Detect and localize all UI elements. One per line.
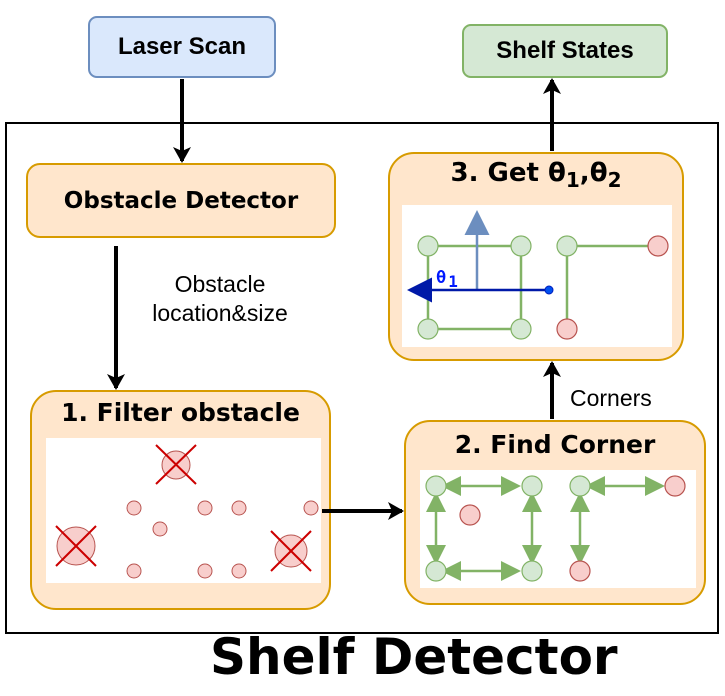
shelf-detector-frame [5,122,719,634]
obstacle-point [126,563,142,579]
non-corner-point [647,235,669,257]
obstacle-point [231,500,247,516]
obstacle-point [126,500,142,516]
corner-point [425,475,447,497]
corner-point [556,235,578,257]
corner-point [510,318,532,340]
obstacle-detector-label: Obstacle Detector [63,187,299,214]
filter-obstacle-panel [46,438,321,583]
filter-obstacle-title: 1. Filter obstacle [61,398,300,427]
corner-point [425,560,447,582]
reject-cross-icon [270,530,312,572]
find-corner-stage: 2. Find Corner [404,420,706,605]
reject-cross-icon [155,444,197,485]
corners-edge-label: Corners [570,385,652,411]
filter-obstacle-stage: 1. Filter obstacle [30,390,331,610]
reject-cross-icon [55,525,97,567]
corner-point [510,235,532,257]
obstacle-point [197,563,213,579]
find-corner-illustration [425,475,686,582]
non-corner-point [664,475,686,497]
corner-point [417,235,439,257]
find-corner-panel [420,470,696,588]
shelf-states-output: Shelf States [462,24,668,78]
obstacle-point [231,563,247,579]
shelf-center-point [544,285,554,295]
filter-obstacle-illustration [55,444,319,579]
obstacle-point [197,500,213,516]
get-theta-stage: 3. Get θ1,θ2 [388,152,684,361]
corner-point [417,318,439,340]
non-corner-point [459,504,481,526]
non-corner-point [556,318,578,340]
obstacle-point [303,500,319,516]
obstacle-detector-node: Obstacle Detector [26,163,336,238]
corner-point [521,560,543,582]
laser-scan-input: Laser Scan [88,16,276,78]
corner-point [521,475,543,497]
shelf-states-label: Shelf States [496,37,634,64]
non-corner-point [569,560,591,582]
obstacle-point [152,521,168,537]
get-theta-title: 3. Get θ1,θ2 [450,158,622,193]
corner-point [569,475,591,497]
obstacle-edge-label: Obstacle location&size [152,271,288,326]
laser-scan-label: Laser Scan [117,33,247,60]
shelf-detector-title: Shelf Detector [210,628,618,686]
find-corner-title: 2. Find Corner [454,430,656,459]
